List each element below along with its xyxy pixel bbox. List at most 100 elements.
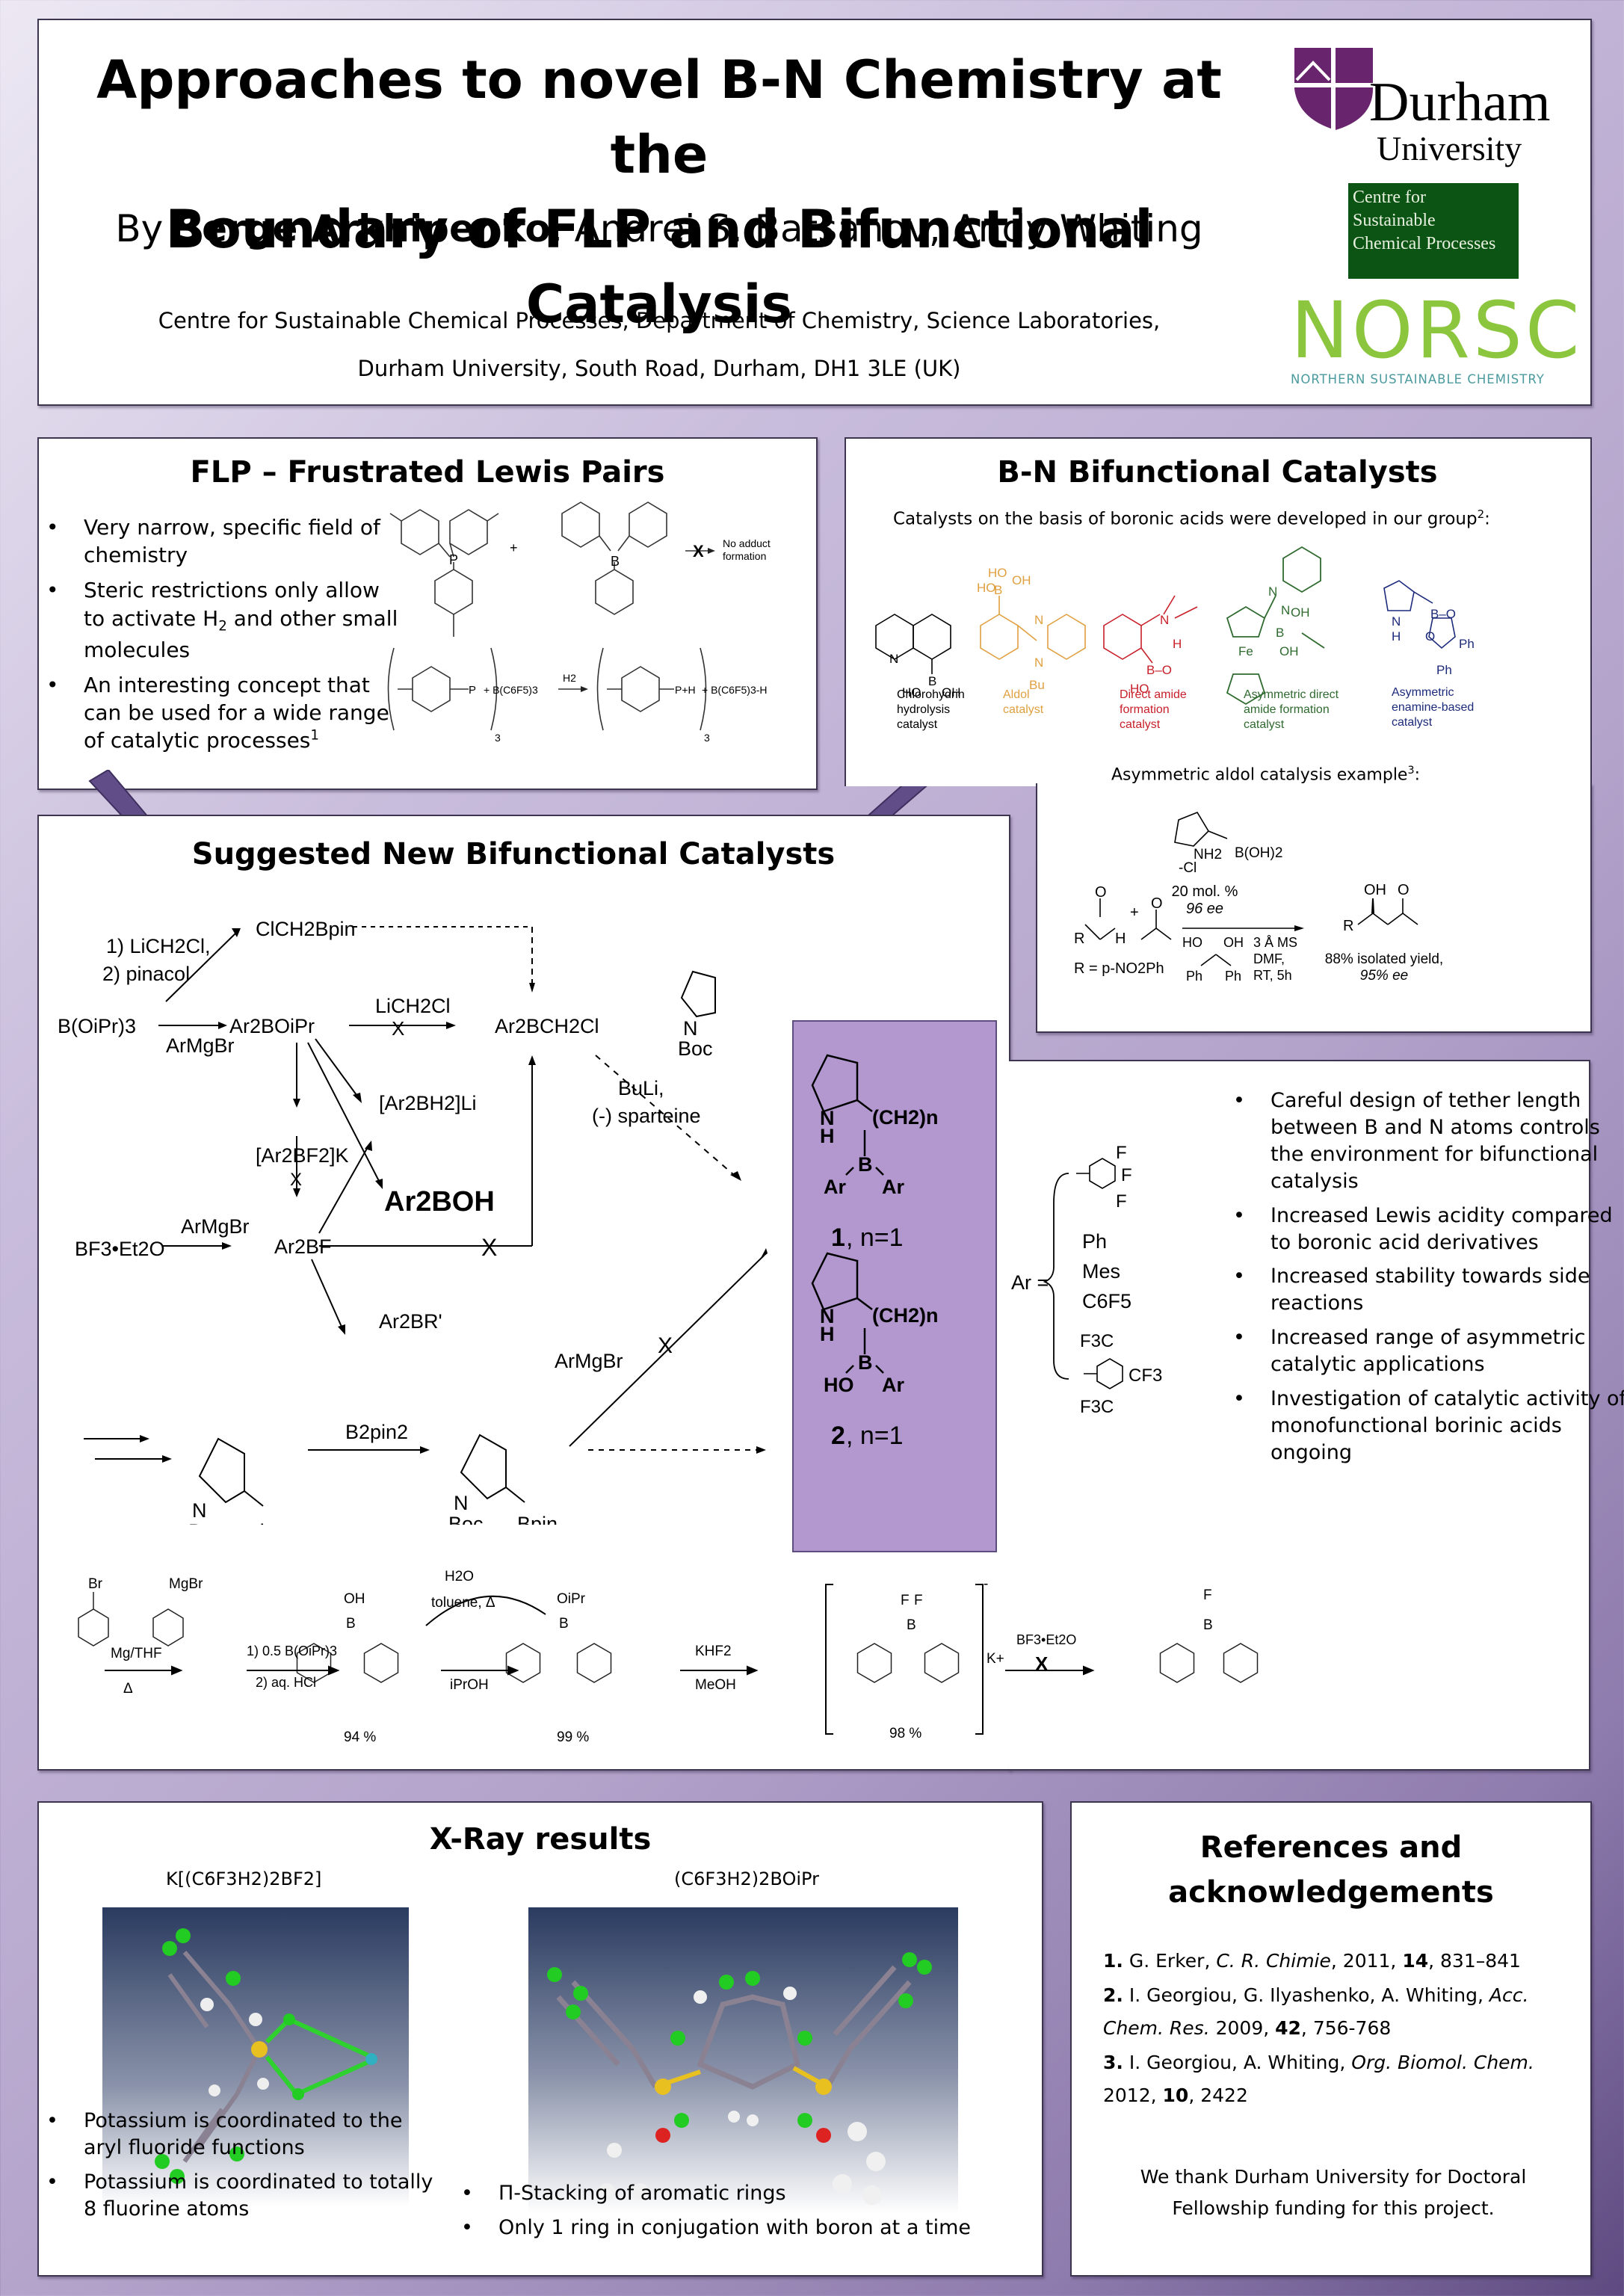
suggested-route-scheme: 1) LiCH2Cl, 2) pinacol ClCH2Bpin B(OiPr)… — [58, 918, 768, 1525]
xray-title: X-Ray results — [429, 1822, 652, 1857]
svg-text:O: O — [1398, 882, 1410, 898]
svg-text:Ar: Ar — [882, 1176, 904, 1198]
svg-text:B: B — [346, 1616, 356, 1632]
svg-text:Ph: Ph — [1186, 969, 1202, 984]
svg-text:MgBr: MgBr — [169, 1576, 203, 1592]
suggested-bullet: Careful design of tether length between … — [1233, 1087, 1624, 1195]
svg-text:Br: Br — [88, 1576, 103, 1592]
svg-text:B: B — [858, 1351, 873, 1374]
svg-text:B: B — [907, 1617, 916, 1633]
suggested-title: Suggested New Bifunctional Catalysts — [191, 837, 836, 871]
svg-text:N: N — [454, 1492, 469, 1514]
svg-text:KHF2: KHF2 — [695, 1644, 732, 1659]
svg-text:ArMgBr: ArMgBr — [181, 1215, 250, 1238]
svg-text:RT, 5h: RT, 5h — [1253, 968, 1292, 983]
svg-text:98 %: 98 % — [889, 1726, 921, 1741]
svg-text:ClCH2Bpin: ClCH2Bpin — [256, 918, 356, 940]
suggested-bullet: Increased stability towards side reactio… — [1233, 1263, 1624, 1317]
authors: By Serge Arkhipenko, Andrei S. Batsanov,… — [115, 207, 1203, 250]
svg-text:Δ: Δ — [123, 1681, 133, 1697]
svg-text:B(OiPr)3: B(OiPr)3 — [58, 1015, 136, 1037]
svg-text:Mg/THF: Mg/THF — [111, 1646, 162, 1661]
benzene-ring — [1159, 1643, 1195, 1683]
svg-text:DMF,: DMF, — [1253, 951, 1285, 966]
flp-bullets: Very narrow, specific field of chemistry… — [39, 513, 405, 762]
xray-left-bullets: Potassium is coordinated to the aryl flu… — [39, 2108, 435, 2230]
suggested-bullet: Increased range of asymmetric catalytic … — [1233, 1324, 1624, 1378]
svg-text:HO: HO — [977, 581, 996, 595]
svg-text:BuLi,: BuLi, — [618, 1077, 664, 1099]
svg-text:1) 0.5 B(OiPr)3: 1) 0.5 B(OiPr)3 — [247, 1644, 337, 1658]
svg-text:Fe: Fe — [1238, 644, 1253, 658]
svg-text:Boc: Boc — [448, 1513, 484, 1525]
svg-text:ArMgBr: ArMgBr — [555, 1350, 623, 1372]
svg-text:N: N — [192, 1499, 207, 1522]
svg-text:(CH2)n: (CH2)n — [872, 1304, 939, 1327]
svg-text:P: P — [469, 684, 476, 697]
svg-text:O: O — [1425, 629, 1435, 644]
svg-text:HO: HO — [902, 685, 921, 700]
svg-text:+ B(C6F5)3-H: + B(C6F5)3-H — [702, 684, 768, 696]
svg-text:Ph: Ph — [1436, 663, 1452, 677]
svg-text:94 %: 94 % — [344, 1729, 376, 1745]
svg-text:1) LiCH2Cl,: 1) LiCH2Cl, — [106, 935, 211, 957]
svg-text:OH: OH — [1223, 935, 1244, 950]
svg-text:F: F — [914, 1593, 923, 1608]
svg-text:H: H — [820, 1125, 835, 1147]
svg-text:toluene, Δ: toluene, Δ — [431, 1595, 495, 1611]
svg-text:iPrOH: iPrOH — [450, 1677, 489, 1693]
title-line-2: Boundary of FLP and Bifunctional Catalys… — [165, 199, 1153, 335]
arrowhead-icon — [328, 1665, 340, 1676]
svg-text:MeOH: MeOH — [695, 1677, 736, 1693]
bn-panel — [845, 437, 1592, 786]
benzene-ring — [576, 1643, 612, 1683]
svg-text:+: + — [510, 540, 518, 555]
svg-text:LiCH2Cl: LiCH2Cl — [375, 995, 451, 1017]
no-reaction-cross: X — [290, 1170, 302, 1190]
reference-item: 2. I. Georgiou, G. Ilyashenko, A. Whitin… — [1103, 1984, 1529, 2039]
svg-text:3 Å MS: 3 Å MS — [1253, 935, 1297, 950]
cscp-logo: Centre for Sustainable Chemical Processe… — [1348, 183, 1519, 279]
acknowledgement: We thank Durham University for Doctoral … — [1140, 2166, 1527, 2219]
svg-text:Ph: Ph — [1225, 969, 1241, 984]
benzene-ring — [296, 1643, 332, 1683]
svg-text:B: B — [1203, 1617, 1213, 1633]
svg-text:N: N — [889, 652, 898, 666]
svg-text:R = p-NO2Ph: R = p-NO2Ph — [1074, 960, 1164, 977]
svg-text:96 ee: 96 ee — [1186, 901, 1223, 917]
svg-text:F: F — [1203, 1587, 1212, 1603]
svg-text:Bpin: Bpin — [517, 1513, 558, 1525]
xray-left-bullet: Potassium is coordinated to the aryl flu… — [46, 2108, 435, 2161]
svg-text:ArMgBr: ArMgBr — [166, 1034, 235, 1057]
svg-text:Mes: Mes — [1082, 1260, 1120, 1283]
durham-wordmark: Durham — [1369, 72, 1551, 133]
target-catalyst-box: N H (CH2)n B Ar Ar 1 , n=1 N H (CH2)n B … — [792, 1020, 997, 1552]
durham-shield-icon — [1294, 48, 1373, 130]
svg-text:Ar2BOH: Ar2BOH — [384, 1186, 495, 1218]
svg-text:Boc: Boc — [188, 1520, 223, 1525]
svg-text:O: O — [1095, 884, 1107, 901]
svg-text:B: B — [858, 1153, 873, 1176]
svg-text:H2O: H2O — [445, 1569, 474, 1584]
svg-text:2) aq. HCl: 2) aq. HCl — [256, 1675, 316, 1690]
svg-text:+: + — [1130, 904, 1139, 921]
target-catalyst-structures: N H (CH2)n B Ar Ar 1 , n=1 N H (CH2)n B … — [811, 1054, 939, 1450]
svg-text:N: N — [1034, 655, 1043, 670]
no-adduct-cross: X — [693, 542, 704, 561]
svg-text:NH2: NH2 — [1194, 847, 1222, 862]
poster-title: Approaches to novel B-N Chemistry at the… — [54, 43, 1265, 342]
suggested-panel-topright-edge — [1009, 815, 1010, 1061]
phosphorus-label: P — [449, 552, 458, 567]
svg-text:P+H: P+H — [675, 684, 696, 696]
svg-text:F: F — [1121, 1165, 1132, 1185]
suggested-bullet: Increased Lewis acidity compared to boro… — [1233, 1203, 1624, 1256]
svg-text:H: H — [1173, 637, 1182, 651]
flp-bullet: An interesting concept that can be used … — [46, 671, 405, 755]
svg-text:3: 3 — [495, 732, 501, 744]
aldol-example-title: Asymmetric aldol catalysis example3: — [1111, 765, 1420, 785]
benzene-ring — [505, 1643, 541, 1683]
benzene-ring — [856, 1643, 892, 1683]
